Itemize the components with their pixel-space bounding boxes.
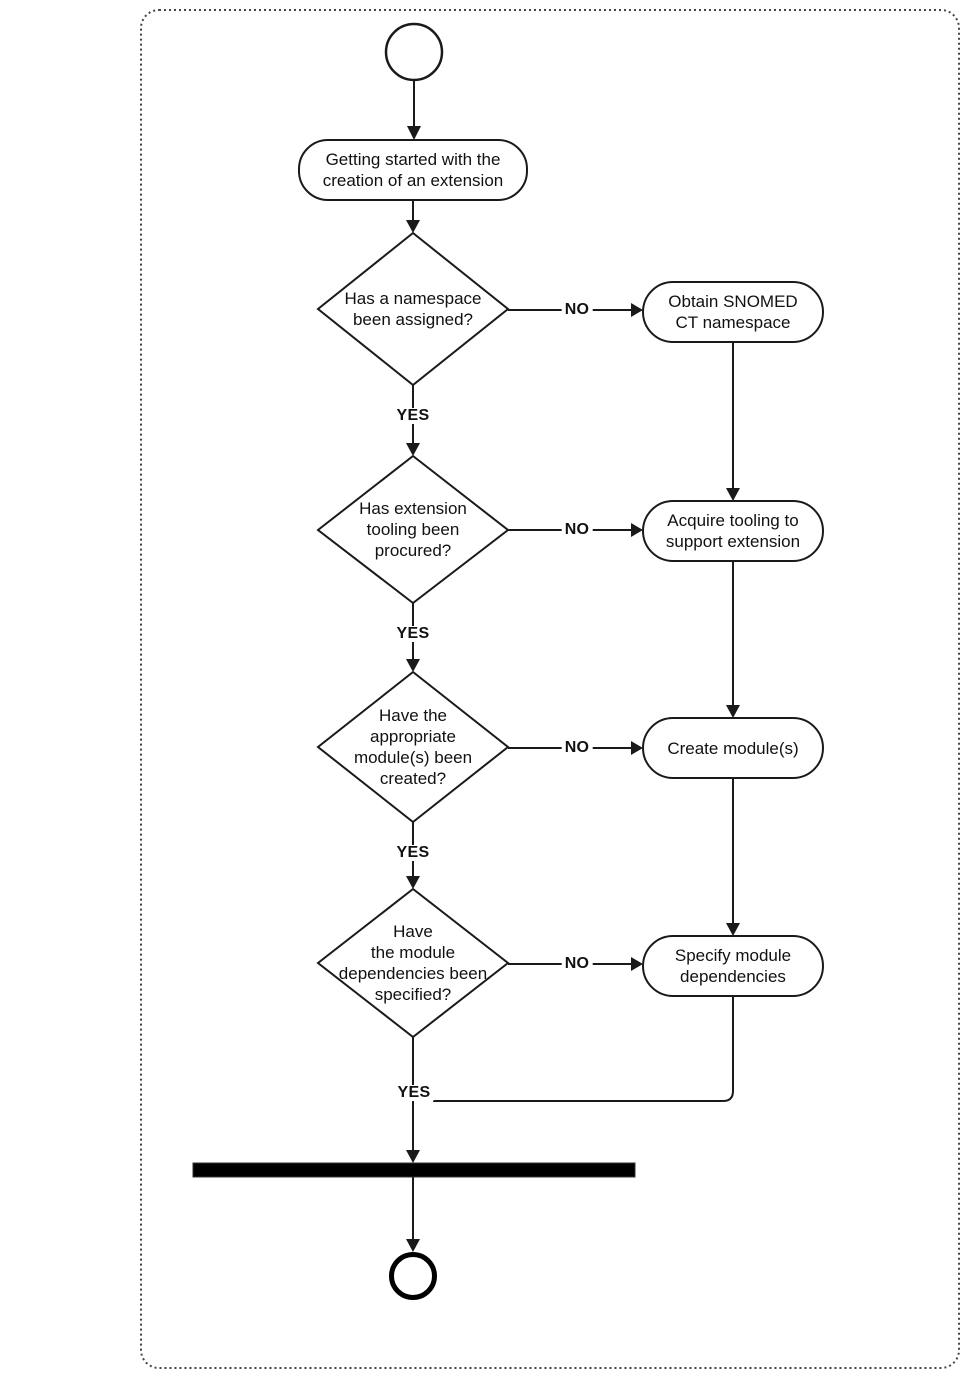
join-bar [192,1162,636,1178]
edge-action-3-to-4 [726,778,740,936]
action-2-shape [642,500,824,562]
arrowhead [726,923,740,936]
no-label-3: NO [561,740,593,756]
entry-activity-shape [298,139,528,201]
arrowhead [726,488,740,501]
arrowhead [407,126,421,140]
arrowhead [406,1150,420,1163]
arrowhead [631,741,643,755]
decision-2-shape [316,454,510,605]
yes-label-2: YES [393,626,433,642]
no-label-4: NO [561,956,593,972]
arrowhead [631,523,643,537]
decision-1-shape [316,231,510,387]
end-node-icon [389,1252,437,1300]
edge-entry-to-decision-1 [406,200,420,233]
arrowhead [406,1239,420,1252]
arrowhead [726,705,740,718]
action-4-shape [642,935,824,997]
edge-start-to-entry [407,80,421,140]
edge-action-4-merge [433,996,734,1102]
edge-action-2-to-3 [726,561,740,718]
arrowhead [406,220,420,233]
arrowhead [406,659,420,672]
no-label-2: NO [561,522,593,538]
diagram-border [140,9,960,1369]
arrowhead [406,443,420,456]
arrowhead [631,303,643,317]
decision-3-shape [316,670,510,824]
arrowhead [631,957,643,971]
start-node-icon [384,22,444,82]
arrowhead [406,876,420,889]
action-1-shape [642,281,824,343]
edge-action-1-to-2 [726,342,740,501]
no-label-1: NO [561,302,593,318]
action-3-shape [642,717,824,779]
edge-join-to-end [406,1177,420,1252]
yes-label-4: YES [394,1085,434,1101]
yes-label-3: YES [393,845,433,861]
decision-4-shape [316,887,510,1039]
yes-label-1: YES [393,408,433,424]
